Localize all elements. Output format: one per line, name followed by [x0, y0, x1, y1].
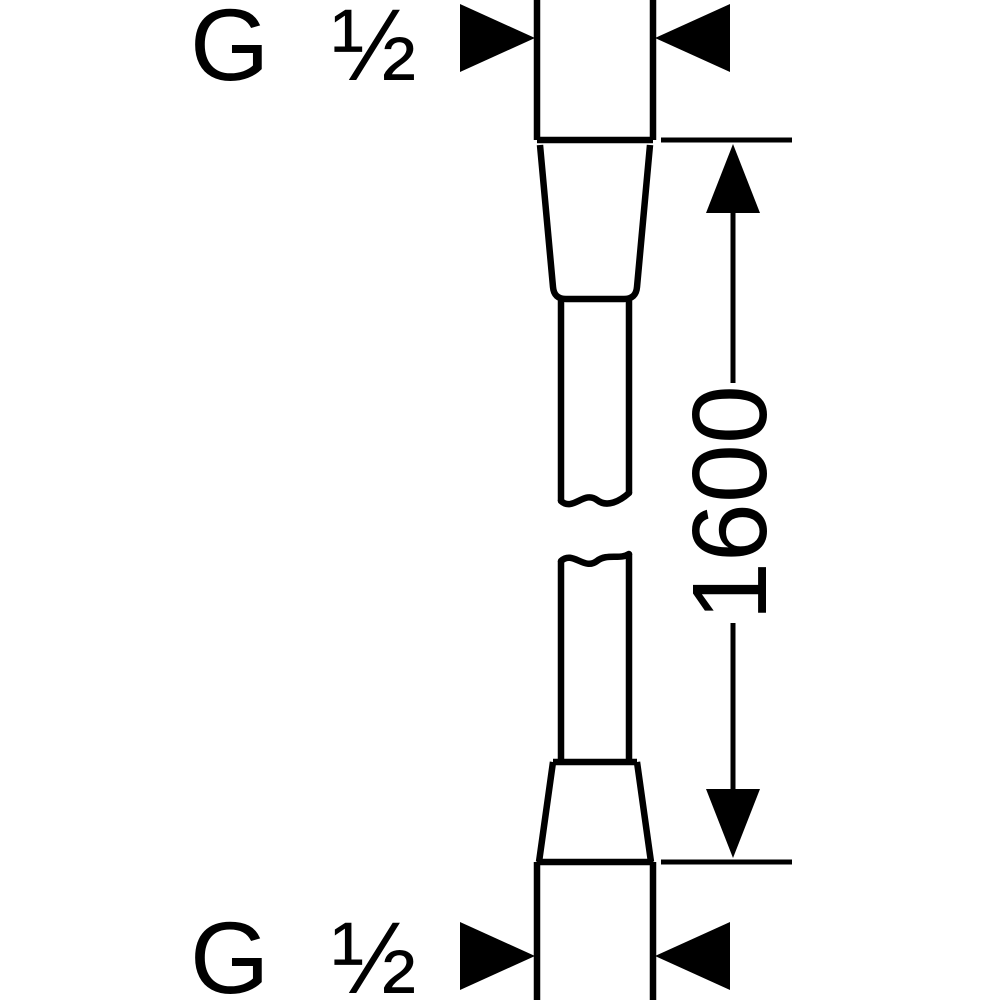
- top-thread-label: G ½: [190, 0, 417, 102]
- arrow-right-icon: [460, 922, 535, 990]
- hose-top-cone: [536, 144, 654, 303]
- hose-outline: [533, 0, 657, 1000]
- bottom-thread-dimension: G ½: [190, 901, 730, 1000]
- arrow-down-icon: [706, 789, 760, 858]
- arrow-left-icon: [655, 4, 730, 72]
- hose-bottom-cone: [535, 758, 655, 863]
- arrow-left-icon: [655, 922, 730, 990]
- hose-upper-break-line: [557, 489, 633, 508]
- bottom-thread-label: G ½: [190, 901, 417, 1000]
- length-dimension: 1600: [661, 137, 792, 865]
- top-thread-dimension: G ½: [190, 0, 730, 102]
- arrow-up-icon: [706, 144, 760, 213]
- length-dimension-label: 1600: [671, 385, 789, 621]
- arrow-right-icon: [460, 4, 535, 72]
- hose-lower-break-line: [557, 550, 633, 567]
